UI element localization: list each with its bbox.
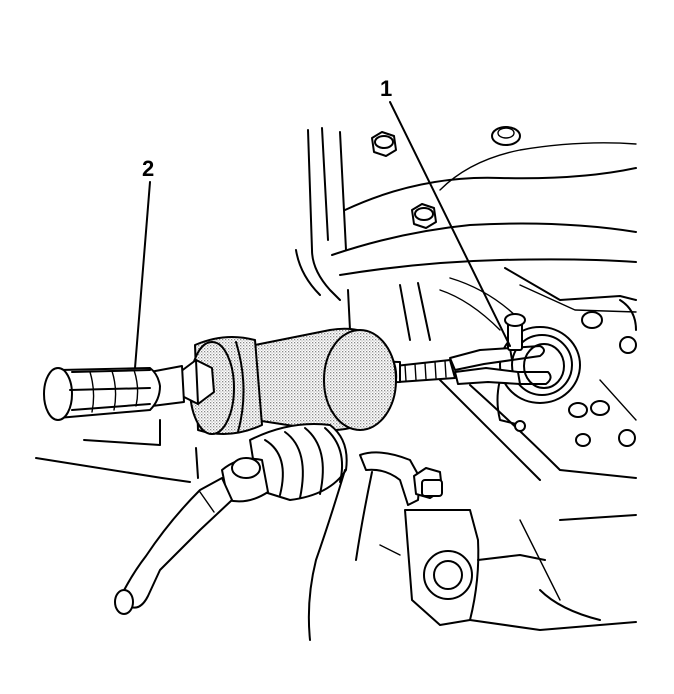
- suspension-bracket: [307, 451, 637, 641]
- callout-1-leader: [389, 101, 511, 347]
- slide-hammer: [43, 327, 401, 435]
- callout-2: 2: [134, 156, 154, 369]
- bolt-head-right: [568, 311, 610, 447]
- bolt-head-upper: [371, 131, 397, 157]
- housing-bolts: [371, 126, 610, 447]
- reference-lines: [35, 419, 199, 483]
- callout-2-label: 2: [142, 156, 154, 181]
- bolt-head-top-right: [491, 126, 521, 146]
- bolt-head-middle: [411, 203, 437, 229]
- callout-2-leader: [134, 181, 151, 369]
- callout-1: 1: [380, 76, 511, 347]
- drive-shaft-boot: [114, 423, 348, 615]
- callout-1-label: 1: [380, 76, 392, 101]
- seal-remover-tip: [394, 313, 552, 385]
